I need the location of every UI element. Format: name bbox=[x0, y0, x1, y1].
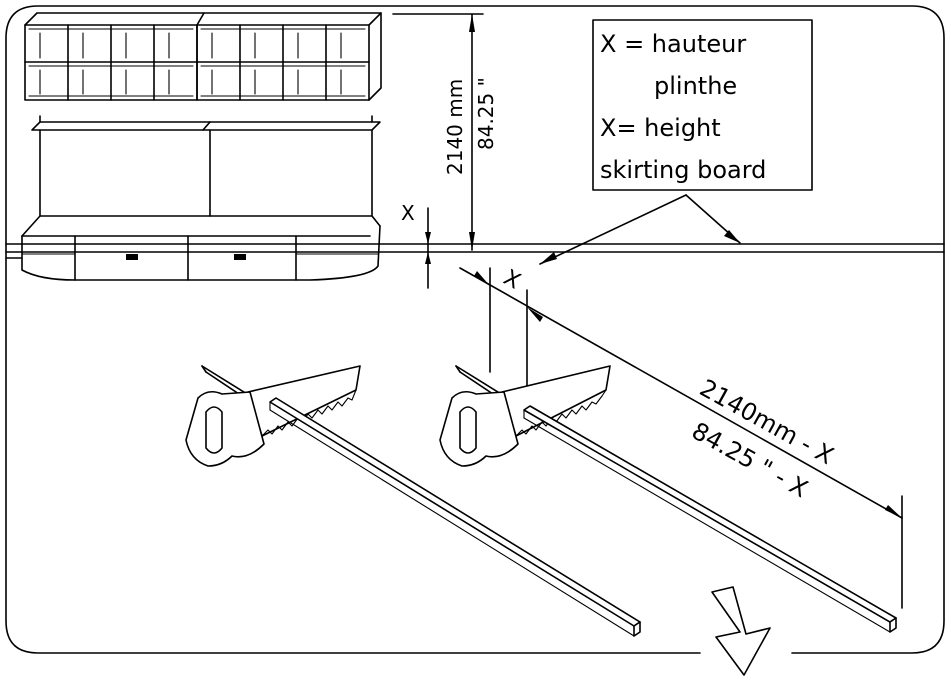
diagram-frame bbox=[5, 5, 945, 654]
floor-line bbox=[5, 243, 945, 259]
cut-dimension bbox=[459, 267, 903, 609]
wall-shelf bbox=[31, 115, 381, 131]
gap-dimension bbox=[425, 207, 431, 289]
upper-cabinet-right bbox=[196, 12, 382, 101]
height-in-label: 84.25 " bbox=[474, 77, 498, 150]
board-gap-symbol: X bbox=[499, 265, 524, 294]
upper-cabinet-left bbox=[24, 12, 205, 101]
skirting-board bbox=[269, 397, 641, 637]
down-arrow-icon[interactable] bbox=[711, 586, 771, 676]
drawer-handle bbox=[126, 254, 138, 260]
height-dimension bbox=[392, 13, 484, 251]
drawer-handle bbox=[234, 254, 246, 260]
legend-box: X = hauteur plinthe X= height skirting b… bbox=[592, 19, 813, 191]
hand-saw-icon bbox=[185, 365, 361, 467]
legend-line-3: X= height bbox=[600, 114, 721, 142]
legend-line-1: X = hauteur bbox=[600, 30, 746, 58]
legend-line-4: skirting board bbox=[600, 156, 766, 184]
back-panel bbox=[39, 129, 373, 217]
skirting-board bbox=[523, 405, 897, 633]
hand-saw-icon bbox=[439, 365, 611, 467]
legend-line-2: plinthe bbox=[654, 72, 737, 100]
wall-unit bbox=[21, 12, 382, 281]
sideboard bbox=[21, 215, 381, 281]
leader-lines bbox=[539, 194, 741, 265]
height-mm-label: 2140 mm bbox=[443, 79, 467, 175]
gap-symbol: X bbox=[401, 201, 415, 225]
